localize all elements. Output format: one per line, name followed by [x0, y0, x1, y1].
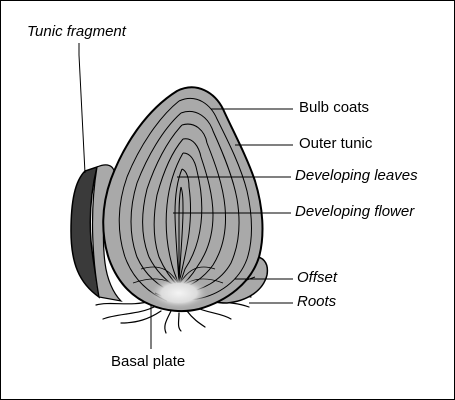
- basal-plate: [149, 277, 209, 309]
- label-tunic-fragment: Tunic fragment: [27, 23, 126, 40]
- label-roots: Roots: [297, 293, 337, 310]
- label-developing-flower: Developing flower: [295, 203, 415, 220]
- label-basal-plate: Basal plate: [111, 353, 186, 370]
- label-developing-leaves: Developing leaves: [295, 167, 418, 184]
- leader-lines: [78, 43, 293, 349]
- label-offset: Offset: [297, 269, 338, 286]
- bulb-coats-rings: [118, 97, 252, 302]
- label-outer-tunic: Outer tunic: [299, 135, 373, 152]
- label-bulb-coats: Bulb coats: [299, 99, 370, 116]
